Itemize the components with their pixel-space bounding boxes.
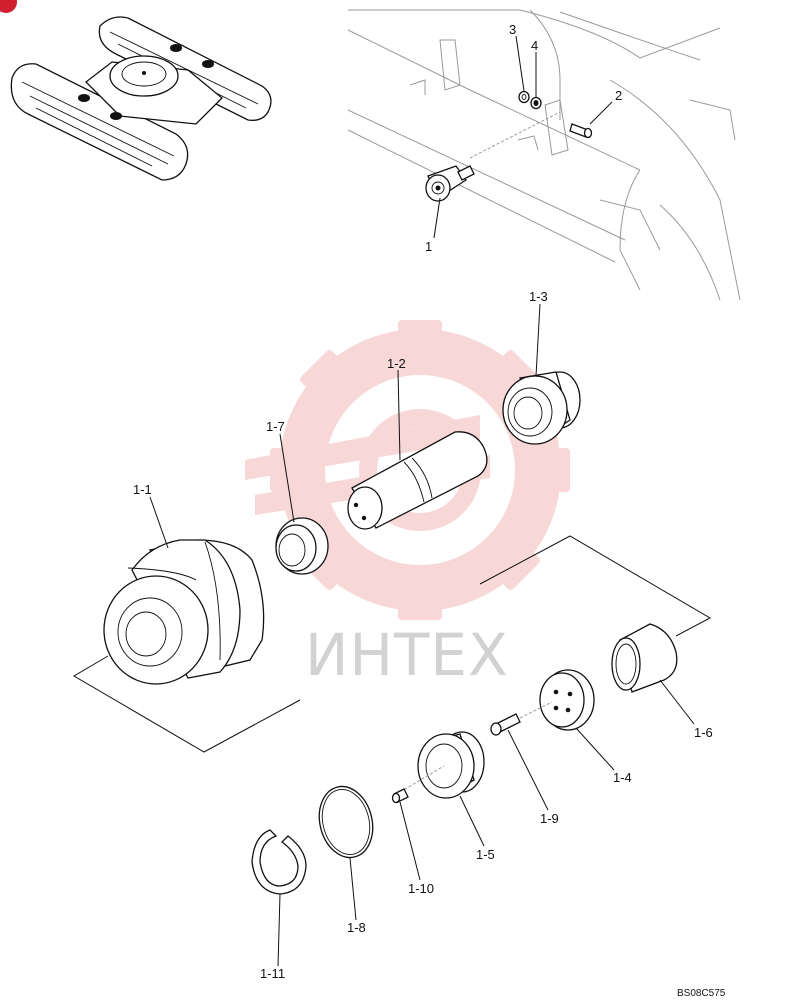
part-1-6-bushing: [611, 623, 678, 693]
part-1-7-seal: [275, 517, 329, 575]
part-1-1-roller-body: [103, 539, 265, 685]
part-1-4-cover-plate: [539, 669, 595, 731]
part-1-2-shaft: [347, 431, 488, 530]
label-part-1-3: 1-3: [529, 289, 548, 304]
label-part-4: 4: [531, 38, 538, 53]
drawing-code: BS08C575: [677, 988, 726, 999]
label-part-1-10: 1-10: [408, 881, 434, 896]
part-1-11-snap-ring: [251, 829, 307, 895]
label-part-2: 2: [615, 88, 622, 103]
part-1-assembled-roller: [425, 165, 475, 202]
leader-lines: [149, 35, 695, 967]
label-part-1-1: 1-1: [133, 482, 152, 497]
part-2-bolt: [569, 123, 593, 139]
watermark-text: ИНТЕХ: [305, 621, 509, 689]
label-part-1-5: 1-5: [476, 847, 495, 862]
part-1-5-hub: [399, 731, 485, 799]
part-1-8-o-ring: [318, 785, 374, 859]
label-part-1-7: 1-7: [266, 419, 285, 434]
group-bracket-left: [73, 655, 301, 753]
label-part-1: 1: [425, 239, 432, 254]
undercarriage-thumbnail: [10, 16, 272, 181]
corner-badge: [0, 0, 17, 13]
label-part-1-6: 1-6: [694, 725, 713, 740]
label-part-1-2: 1-2: [387, 356, 406, 371]
label-part-1-4: 1-4: [613, 770, 632, 785]
track-frame-context: [347, 9, 741, 301]
label-part-1-11: 1-11: [260, 966, 285, 981]
part-1-10-plug: [391, 788, 409, 804]
part-3-nut: [518, 90, 530, 104]
part-1-3-collar: [502, 371, 581, 445]
group-bracket-right: [479, 535, 712, 637]
label-part-3: 3: [509, 22, 516, 37]
part-4-washer: [530, 96, 542, 110]
part-1-9-bolt: [490, 701, 553, 736]
label-part-1-9: 1-9: [540, 811, 559, 826]
label-part-1-8: 1-8: [347, 920, 366, 935]
